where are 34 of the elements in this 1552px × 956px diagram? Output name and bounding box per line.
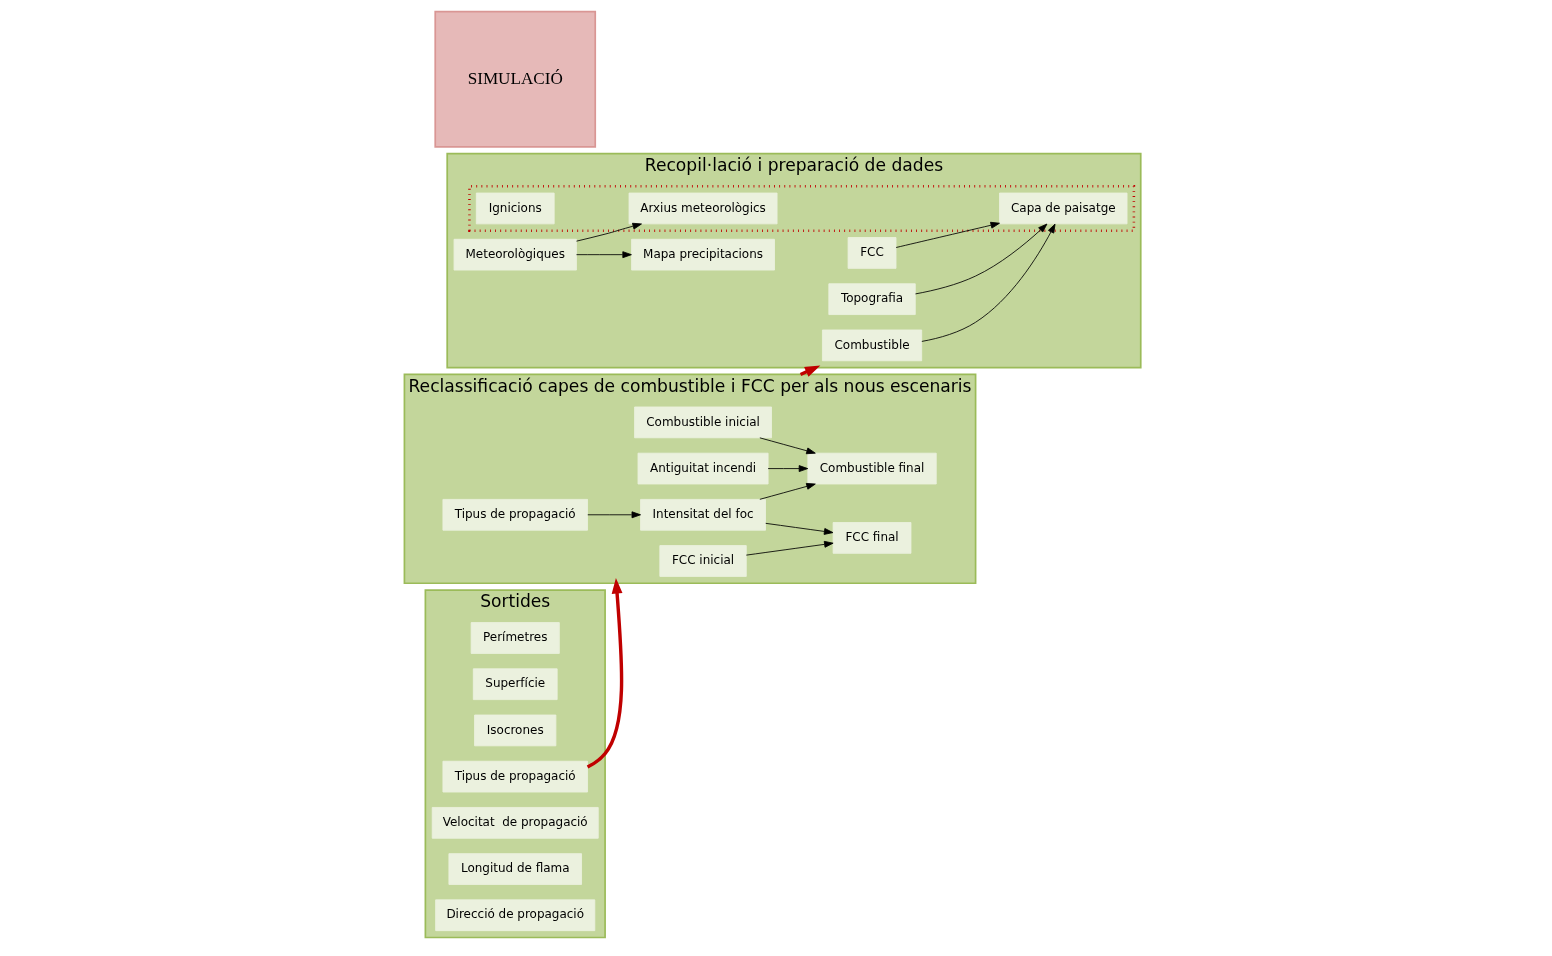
arrow	[895, 221, 1000, 248]
arrow	[745, 540, 834, 556]
node-box: Intensitat del foc	[640, 498, 766, 531]
arrow	[765, 522, 834, 535]
node-box: Tipus de propagació	[442, 498, 588, 531]
arrow	[759, 437, 816, 455]
node-box: FCC inicial	[659, 545, 747, 577]
node-box: Combustible	[822, 329, 923, 362]
node-box: Superfície	[472, 668, 558, 701]
node-box: Velocitat de propagació	[431, 807, 599, 839]
node-box: FCC	[847, 237, 897, 269]
arrow	[915, 223, 1048, 295]
arrow	[921, 223, 1056, 342]
node-box: Meteorològiques	[453, 238, 577, 271]
arrow	[576, 251, 632, 259]
arrow	[576, 222, 642, 242]
node-box: Isocrones	[474, 714, 557, 747]
arrow	[767, 465, 809, 472]
node-box: Combustible inicial	[634, 406, 772, 439]
node-box: Arxius meteorològics	[628, 192, 778, 225]
arrow	[587, 511, 641, 519]
node-box: Combustible final	[807, 452, 937, 485]
node-box: Capa de paisatge	[999, 192, 1128, 225]
node-box: Mapa precipitacions	[631, 238, 775, 271]
node-box: SIMULACIÓ	[434, 10, 597, 148]
node-box: FCC final	[832, 522, 912, 554]
node-box: Topografia	[828, 283, 916, 315]
node-box: Ignicions	[475, 192, 555, 225]
node-box: Antiguitat incendi	[637, 452, 769, 485]
node-box: Perímetres	[470, 622, 560, 654]
arrow	[759, 483, 816, 500]
node-box: Direcció de propagació	[435, 899, 596, 932]
node-box: Tipus de propagació	[442, 760, 588, 793]
node-box: Longitud de flama	[448, 853, 582, 885]
